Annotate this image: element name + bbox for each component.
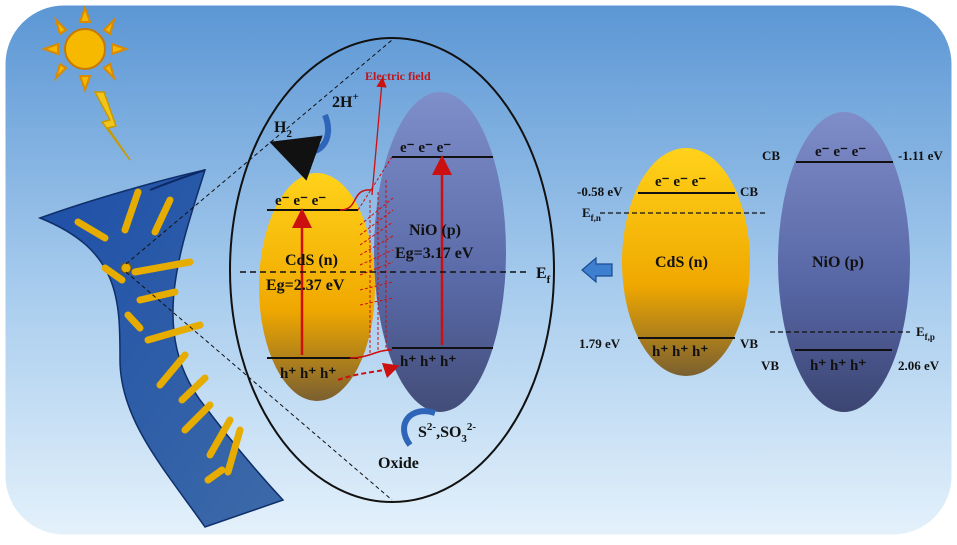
separate-cds-cb-tag: CB [740, 184, 758, 199]
separate-cds-electrons: e⁻ e⁻ e⁻ [655, 174, 706, 190]
junction-cds-electrons: e⁻ e⁻ e⁻ [275, 193, 326, 209]
separate-cds-holes: h⁺ h⁺ h⁺ [652, 344, 708, 360]
electric-field-arrow [371, 76, 387, 196]
electric-field-label: Electric field [365, 69, 431, 83]
separate-cds-label: CdS (n) [655, 254, 708, 271]
rod-cross-section [120, 262, 132, 274]
reduction-product: H2 [274, 119, 292, 140]
separate-nio-holes: h⁺ h⁺ h⁺ [810, 358, 866, 374]
magnified-view-ellipse [229, 37, 555, 503]
reduction-reactant: 2H+ [332, 91, 359, 111]
separate-cds-vb-tag: VB [740, 336, 758, 351]
junction-cds-gap: Eg=2.37 eV [266, 277, 345, 294]
band-bending-lines [357, 156, 394, 359]
separate-cds-vb-value: 1.79 eV [579, 336, 621, 351]
junction-cds-ellipse [259, 173, 375, 401]
junction-nio-ellipse [374, 92, 506, 412]
zoom-line-bottom [125, 271, 393, 501]
zoom-line-top [125, 39, 393, 265]
junction-cds-label: CdS (n) [285, 252, 338, 269]
reduction-arrow [269, 113, 332, 181]
separate-cds-cb-value: -0.58 eV [577, 184, 623, 199]
hole-transfer-arrow [337, 362, 400, 381]
separate-nio-ellipse [778, 112, 910, 412]
junction-nio-gap: Eg=3.17 eV [395, 245, 474, 262]
junction-nio-holes: h⁺ h⁺ h⁺ [400, 354, 456, 370]
nanorods [74, 188, 244, 484]
oxidation-arrow [401, 408, 436, 447]
oxidation-reactants: S2-,SO32- [418, 421, 476, 445]
separate-nio-vb-value: 2.06 eV [898, 358, 940, 373]
sun-icon [41, 5, 129, 93]
separate-nio-cb-value: -1.11 eV [898, 148, 943, 163]
separate-nio-vb-tag: VB [761, 358, 779, 373]
separate-nio-label: NiO (p) [812, 254, 864, 271]
equilibrium-arrow [581, 256, 613, 284]
separate-cds-fermi-label: Ef,n [582, 205, 601, 223]
hole-transfer-curve [349, 349, 393, 359]
oxidation-product: Oxide [378, 455, 419, 472]
electron-transfer-curve [339, 189, 373, 211]
junction-fermi-label: Ef [536, 265, 551, 286]
junction-nio-electrons: e⁻ e⁻ e⁻ [400, 140, 451, 156]
separate-nio-cb-tag: CB [762, 148, 780, 163]
separate-nio-fermi-label: Ef,p [916, 324, 935, 342]
separate-cds-ellipse [622, 148, 750, 376]
junction-cds-holes: h⁺ h⁺ h⁺ [280, 366, 336, 382]
lightning-icon [93, 91, 131, 161]
separate-nio-electrons: e⁻ e⁻ e⁻ [815, 144, 866, 160]
junction-nio-label: NiO (p) [409, 222, 461, 239]
